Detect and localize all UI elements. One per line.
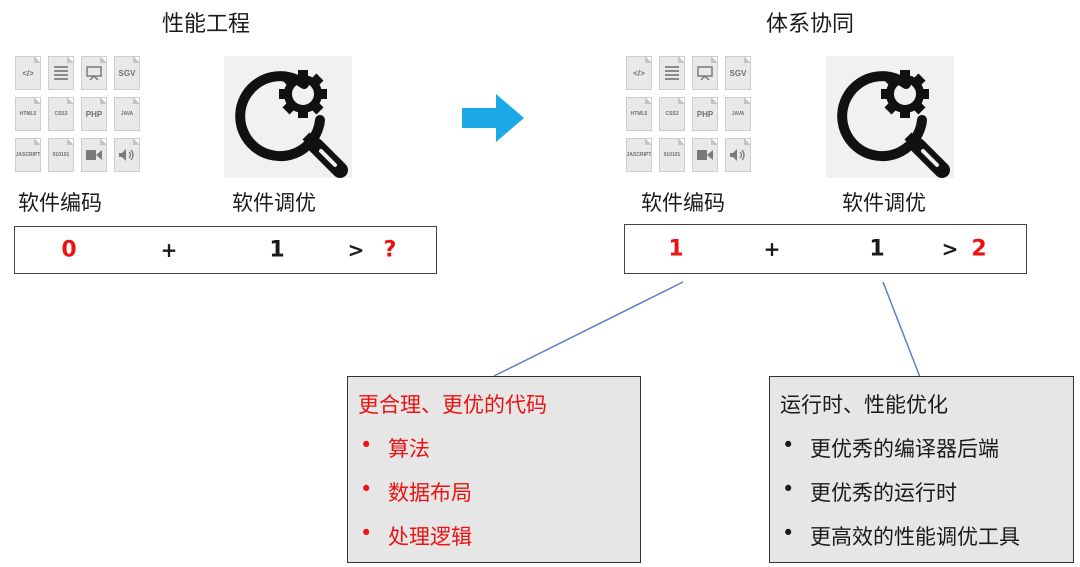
css3-file-icon: CSS3: [659, 97, 685, 131]
left-eq-coding-value: 0: [61, 237, 77, 263]
right-equation-box: 1 + 1 > 2: [624, 224, 1027, 274]
connector-tuning-to-runtime-note: [882, 281, 921, 378]
java-file-icon: JAVA: [725, 97, 751, 131]
runtime-optimization-note: 运行时、性能优化 更优秀的编译器后端 更优秀的运行时 更高效的性能调优工具: [769, 376, 1074, 563]
html5-file-icon: HTML5: [15, 97, 41, 131]
presentation-file-icon: [81, 56, 107, 90]
right-eq-plus: +: [763, 237, 781, 261]
left-magnifier-gear-icon: [224, 56, 352, 178]
code-file-icon: </>: [15, 56, 41, 90]
video-file-icon: [81, 138, 107, 172]
binary-file-icon: 010101: [48, 138, 74, 172]
document-file-icon: [659, 56, 685, 90]
left-eq-tuning-value: 1: [269, 237, 285, 263]
left-eq-plus: +: [160, 238, 178, 262]
right-eq-tuning-value: 1: [869, 236, 885, 262]
left-eq-result: ?: [383, 237, 397, 263]
runtime-note-item: 更高效的性能调优工具: [780, 521, 1063, 551]
css3-file-icon: CSS3: [48, 97, 74, 131]
right-tuning-label: 软件调优: [842, 191, 926, 215]
svg-file-icon: SGV: [114, 56, 140, 90]
code-optimization-note: 更合理、更优的代码 算法 数据布局 处理逻辑: [347, 376, 641, 563]
right-panel-title: 体系协同: [765, 12, 854, 37]
runtime-note-item: 更优秀的编译器后端: [780, 433, 1063, 463]
right-coding-label: 软件编码: [641, 191, 725, 215]
right-magnifier-gear-icon: [826, 56, 954, 178]
html5-file-icon: HTML5: [626, 97, 652, 131]
left-panel-title: 性能工程: [161, 12, 250, 37]
javascript-file-icon: JASCRIPT: [626, 138, 652, 172]
runtime-note-item: 更优秀的运行时: [780, 477, 1063, 507]
document-file-icon: [48, 56, 74, 90]
presentation-file-icon: [692, 56, 718, 90]
left-file-icons: </> SGV HTML5 CSS3 PHP JAVA JASCRIPT 010…: [15, 56, 140, 172]
binary-file-icon: 010101: [659, 138, 685, 172]
left-eq-greater-than: >: [347, 238, 365, 262]
right-eq-coding-value: 1: [668, 236, 684, 262]
left-equation-box: 0 + 1 > ?: [14, 226, 437, 274]
audio-file-icon: [114, 138, 140, 172]
javascript-file-icon: JASCRIPT: [15, 138, 41, 172]
connector-coding-to-code-note: [493, 281, 684, 377]
left-tuning-label: 软件调优: [232, 191, 316, 215]
php-file-icon: PHP: [692, 97, 718, 131]
code-note-item: 数据布局: [358, 477, 630, 507]
left-coding-label: 软件编码: [18, 191, 102, 215]
code-note-item: 处理逻辑: [358, 521, 630, 551]
transition-arrow-icon: [462, 94, 524, 146]
audio-file-icon: [725, 138, 751, 172]
php-file-icon: PHP: [81, 97, 107, 131]
code-note-item: 算法: [358, 433, 630, 463]
video-file-icon: [692, 138, 718, 172]
right-file-icons: </> SGV HTML5 CSS3 PHP JAVA JASCRIPT 010…: [626, 56, 751, 172]
right-eq-greater-than: >: [941, 237, 959, 261]
runtime-note-heading: 运行时、性能优化: [780, 393, 948, 417]
code-note-heading: 更合理、更优的代码: [358, 393, 547, 417]
code-file-icon: </>: [626, 56, 652, 90]
right-eq-result: 2: [971, 236, 987, 262]
java-file-icon: JAVA: [114, 97, 140, 131]
svg-file-icon: SGV: [725, 56, 751, 90]
